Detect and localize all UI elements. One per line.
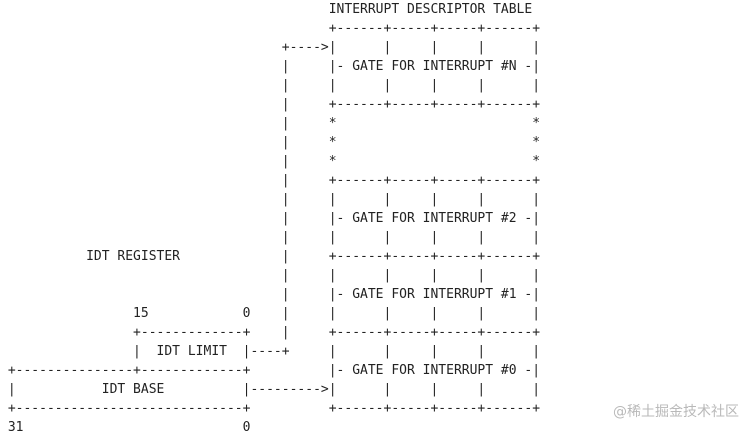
diagram-line: | | | | | |	[0, 230, 541, 245]
gate-entry-n: | |- GATE FOR INTERRUPT #N -|	[0, 59, 541, 74]
idt-base-field: | IDT BASE |--------->| | | | |	[0, 382, 541, 397]
diagram-line: | | | | | |	[0, 78, 541, 93]
ellipsis-row: | * *	[0, 154, 541, 169]
gate-entry-2: | |- GATE FOR INTERRUPT #2 -|	[0, 211, 541, 226]
idt-limit-field: | IDT LIMIT |----+ | | | | |	[0, 344, 541, 359]
gate-entry-1: | |- GATE FOR INTERRUPT #1 -|	[0, 287, 541, 302]
diagram-line: | | | | | |	[0, 192, 541, 207]
diagram-title: INTERRUPT DESCRIPTOR TABLE	[0, 2, 533, 17]
table-top-border: +------+-----+-----+------+	[0, 21, 541, 36]
watermark-text: @稀土掘金技术社区	[613, 404, 739, 420]
limit-bit-markers: 15 0 | | | | | |	[0, 306, 541, 321]
ellipsis-row: | * *	[0, 135, 541, 150]
base-bit-markers: 31 0	[0, 420, 251, 435]
gate-entry-0: +---------------+-------------+ |- GATE …	[0, 363, 541, 378]
diagram-line: | +------+-----+-----+------+	[0, 173, 541, 188]
ellipsis-row: | * *	[0, 116, 541, 131]
idt-register-label: IDT REGISTER | +------+-----+-----+-----…	[0, 249, 541, 264]
register-bottom-border: +-----------------------------+ +------+…	[0, 401, 541, 416]
limit-top-border: +-------------+ | +------+-----+-----+--…	[0, 325, 541, 340]
diagram-line: +---->| | | | |	[0, 40, 541, 55]
diagram-line: | | | | | |	[0, 268, 541, 283]
diagram-line: | +------+-----+-----+------+	[0, 97, 541, 112]
